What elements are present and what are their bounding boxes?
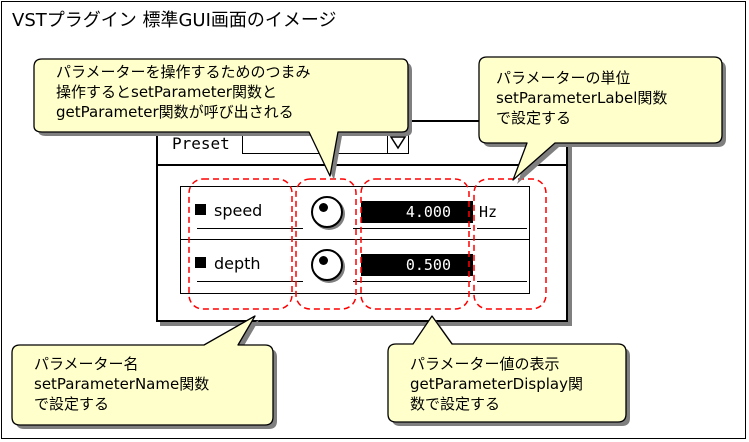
callout-line: パラメーターを操作するためのつまみ bbox=[56, 63, 311, 81]
param-name-text: speed bbox=[214, 201, 263, 220]
preset-dropdown-button[interactable] bbox=[387, 132, 409, 154]
callout-line: パラメーターの単位 bbox=[496, 69, 631, 87]
param-marker-icon bbox=[195, 257, 206, 268]
depth-knob[interactable] bbox=[311, 249, 343, 281]
underline bbox=[197, 228, 303, 229]
underline bbox=[477, 228, 527, 229]
callout-line: パラメーター値の表示 bbox=[410, 355, 560, 373]
name-callout-text: パラメーター名 setParameterName関数 で設定する bbox=[34, 354, 209, 414]
knob-indicator-icon bbox=[319, 256, 328, 265]
preset-label: Preset bbox=[172, 134, 230, 153]
unit-column-highlight bbox=[473, 178, 547, 310]
callout-line: 操作するとsetParameter関数と bbox=[56, 83, 277, 101]
row-divider bbox=[181, 239, 529, 240]
param-marker-icon bbox=[195, 204, 206, 215]
display-callout-bubble bbox=[387, 315, 627, 423]
name-column-highlight bbox=[188, 178, 293, 310]
parameter-list: speed 4.000 Hz depth 0.500 bbox=[180, 186, 530, 294]
unit-callout-bubble bbox=[478, 56, 723, 181]
param-name-text: depth bbox=[214, 254, 261, 273]
underline bbox=[197, 281, 303, 282]
param-value-display: 0.500 bbox=[361, 254, 473, 276]
param-row-depth: depth 0.500 bbox=[181, 240, 529, 292]
param-unit: Hz bbox=[479, 203, 498, 221]
knob-column-highlight bbox=[295, 178, 357, 310]
callout-line: パラメーター名 bbox=[34, 355, 139, 373]
param-name: speed bbox=[195, 201, 262, 220]
name-callout-bubble bbox=[11, 315, 274, 426]
callout-line: で設定する bbox=[496, 109, 572, 127]
speed-knob[interactable] bbox=[311, 196, 343, 228]
param-row-speed: speed 4.000 Hz bbox=[181, 187, 529, 239]
underline bbox=[477, 281, 527, 282]
knob-callout-text: パラメーターを操作するためのつまみ 操作するとsetParameter関数と g… bbox=[56, 62, 311, 122]
param-value-display: 4.000 bbox=[361, 201, 473, 223]
underline bbox=[353, 228, 471, 229]
callout-line: 数で設定する bbox=[410, 395, 501, 413]
underline bbox=[353, 281, 471, 282]
diagram-title: VSTプラグイン 標準GUI画面のイメージ bbox=[12, 10, 337, 31]
unit-callout-text: パラメーターの単位 setParameterLabel関数 で設定する bbox=[496, 68, 667, 128]
callout-line: getParameterDisplay関 bbox=[410, 375, 583, 393]
knob-indicator-icon bbox=[319, 203, 328, 212]
callout-line: setParameterLabel関数 bbox=[496, 89, 668, 107]
callout-line: setParameterName関数 bbox=[34, 375, 210, 393]
value-column-highlight bbox=[360, 178, 470, 310]
callout-line: getParameter関数が呼び出される bbox=[56, 103, 294, 121]
display-callout-text: パラメーター値の表示 getParameterDisplay関 数で設定する bbox=[410, 354, 583, 414]
callout-line: で設定する bbox=[34, 395, 110, 413]
param-name: depth bbox=[195, 254, 261, 273]
knob-callout-bubble bbox=[33, 58, 409, 177]
triangle-down-icon bbox=[389, 136, 407, 150]
